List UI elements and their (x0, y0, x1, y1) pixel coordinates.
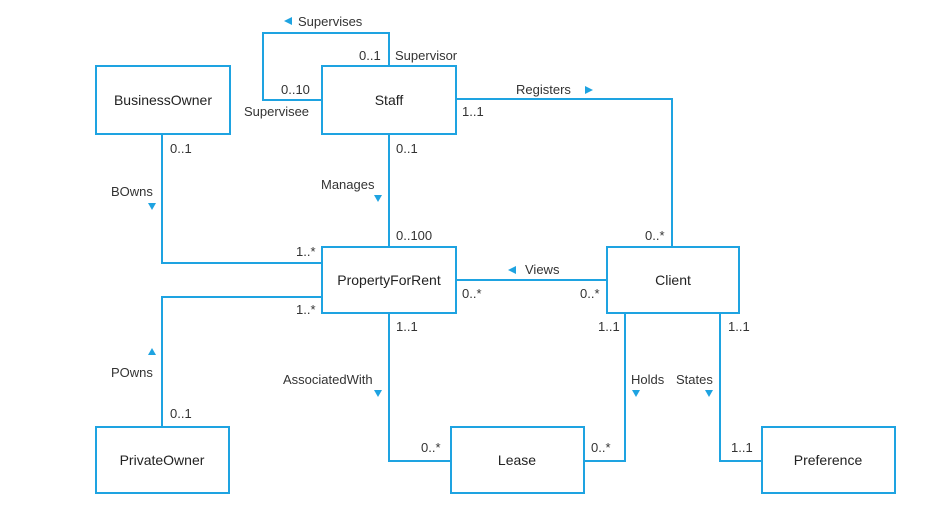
client-label: Client (655, 272, 691, 288)
supervisee-role-label: Supervisee (244, 104, 309, 119)
multiplicity-label: 1..1 (462, 104, 484, 119)
supervises-label: Supervises (298, 14, 363, 29)
lease-entity[interactable]: Lease (450, 426, 585, 494)
multiplicity-label: 1..* (296, 244, 316, 259)
multiplicity-label: 0..* (645, 228, 665, 243)
arrow-down-icon (705, 390, 713, 397)
multiplicity-label: 1..1 (396, 319, 418, 334)
multiplicity-label: 0..1 (396, 141, 418, 156)
associated-with-line (388, 313, 451, 462)
multiplicity-label: 1..1 (728, 319, 750, 334)
arrow-right-icon (585, 86, 593, 94)
holds-line (584, 313, 626, 462)
registers-label: Registers (516, 82, 571, 97)
arrow-down-icon (374, 390, 382, 397)
multiplicity-label: 0..* (591, 440, 611, 455)
arrow-down-icon (148, 203, 156, 210)
arrow-down-icon (632, 390, 640, 397)
multiplicity-label: 1..1 (598, 319, 620, 334)
multiplicity-label: 0..1 (359, 48, 381, 63)
bowns-label: BOwns (111, 184, 153, 199)
arrow-left-icon (284, 17, 292, 25)
bowns-line (161, 134, 322, 264)
staff-entity[interactable]: Staff (321, 65, 457, 135)
multiplicity-label: 0..1 (170, 141, 192, 156)
arrow-up-icon (148, 348, 156, 355)
multiplicity-label: 0..10 (281, 82, 310, 97)
arrow-down-icon (374, 195, 382, 202)
associated-with-label: AssociatedWith (283, 372, 373, 387)
property-for-rent-label: PropertyForRent (337, 272, 441, 288)
multiplicity-label: 0..* (580, 286, 600, 301)
multiplicity-label: 1..1 (731, 440, 753, 455)
preference-entity[interactable]: Preference (761, 426, 896, 494)
preference-label: Preference (794, 452, 863, 468)
staff-label: Staff (375, 92, 404, 108)
multiplicity-label: 0..100 (396, 228, 432, 243)
lease-label: Lease (498, 452, 536, 468)
holds-label: Holds (631, 372, 665, 387)
client-entity[interactable]: Client (606, 246, 740, 314)
multiplicity-label: 0..1 (170, 406, 192, 421)
multiplicity-label: 1..* (296, 302, 316, 317)
states-line (719, 313, 762, 462)
arrow-left-icon (508, 266, 516, 274)
manages-label: Manages (321, 177, 375, 192)
views-label: Views (525, 262, 560, 277)
multiplicity-label: 0..* (462, 286, 482, 301)
supervises-line (262, 32, 390, 101)
business-owner-label: BusinessOwner (114, 92, 212, 108)
property-for-rent-entity[interactable]: PropertyForRent (321, 246, 457, 314)
powns-label: POwns (111, 365, 153, 380)
private-owner-label: PrivateOwner (120, 452, 205, 468)
multiplicity-label: 0..* (421, 440, 441, 455)
supervisor-role-label: Supervisor (395, 48, 458, 63)
private-owner-entity[interactable]: PrivateOwner (95, 426, 230, 494)
powns-line (161, 296, 322, 427)
registers-line (456, 98, 673, 247)
states-label: States (676, 372, 713, 387)
business-owner-entity[interactable]: BusinessOwner (95, 65, 231, 135)
